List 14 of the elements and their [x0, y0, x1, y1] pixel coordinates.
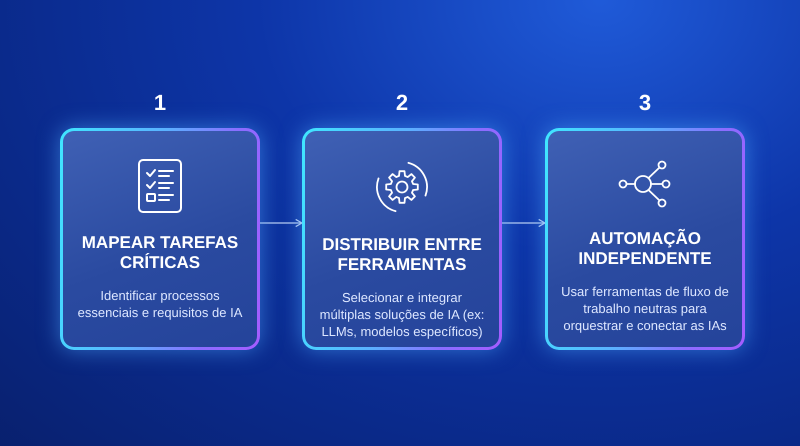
step-card	[545, 128, 745, 350]
step-title: DISTRIBUIR ENTRE FERRAMENTAS	[321, 235, 483, 275]
step-description: Identificar processos essenciais e requisitos de IA	[76, 287, 244, 321]
step-number: 3	[638, 90, 652, 116]
step-description: Selecionar e integrar múltiplas soluções de IA (ex: LLMs, modelos específicos)	[318, 289, 486, 340]
step-card	[302, 128, 502, 350]
step-card	[60, 128, 260, 350]
step-title: MAPEAR TAREFAS CRÍTICAS	[80, 233, 240, 273]
step-number: 2	[394, 90, 410, 116]
step-description: Usar ferramentas de fluxo de trabalho neutras para orquestrar e conectar as IAs	[560, 283, 730, 334]
arrow	[260, 218, 303, 228]
arrow	[502, 218, 546, 228]
step-title: AUTOMAÇÃO INDEPENDENTE	[577, 229, 713, 269]
step-number: 1	[152, 90, 168, 116]
